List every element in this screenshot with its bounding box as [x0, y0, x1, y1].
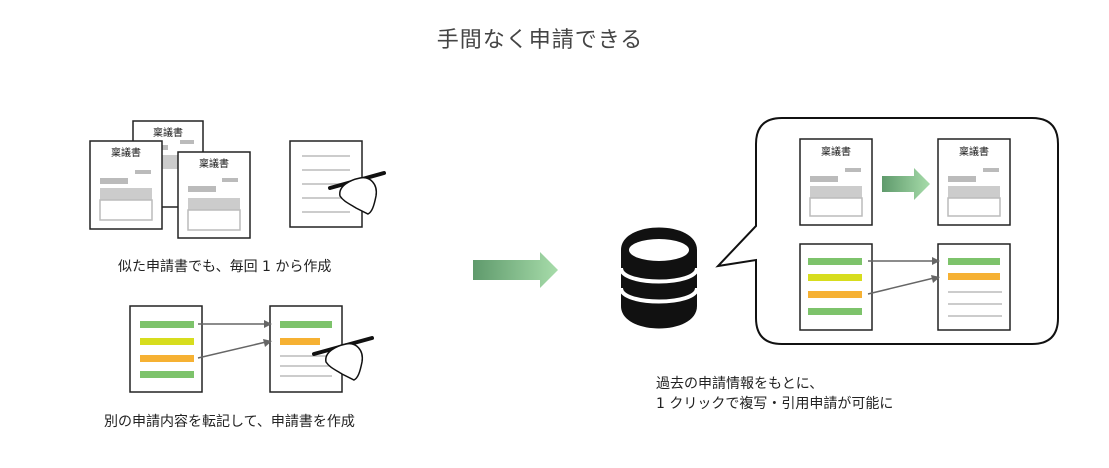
- writing-sheet: [289, 140, 363, 228]
- caption-reuse: 過去の申請情報をもとに、 1 クリックで複写・引用申請が可能に: [656, 374, 893, 414]
- doc-label: 稟議書: [199, 157, 229, 170]
- copy-arrow: [882, 168, 930, 200]
- ringi-document-front: 稟議書: [177, 151, 251, 239]
- ringi-document-stack: 稟議書 稟議書 稟議書: [89, 120, 251, 239]
- ringi-document-left: 稟議書: [89, 140, 163, 230]
- source-form: [129, 305, 203, 393]
- past-ringi-document: 稟議書: [799, 138, 873, 226]
- caption-reuse-line2: 1 クリックで複写・引用申請が可能に: [656, 396, 894, 412]
- hand-pen-icon: [312, 336, 374, 381]
- hand-pen-icon: [328, 171, 386, 215]
- doc-label: 稟議書: [821, 145, 851, 158]
- transcribe-arrows: [197, 320, 272, 359]
- target-form: [269, 305, 343, 393]
- caption-from-scratch: 似た申請書でも、毎回 1 から作成: [118, 259, 332, 275]
- past-form: [799, 243, 873, 331]
- transition-arrow: [473, 252, 558, 288]
- database-icon: [619, 227, 699, 329]
- caption-transcribe: 別の申請内容を転記して、申請書を作成: [104, 414, 355, 430]
- doc-label: 稟議書: [111, 146, 141, 159]
- doc-label: 稟議書: [153, 126, 183, 139]
- quoted-form: [937, 243, 1011, 331]
- quote-arrows: [867, 257, 940, 295]
- page-title: 手間なく申請できる: [436, 28, 644, 53]
- doc-label: 稟議書: [959, 145, 989, 158]
- copied-ringi-document: 稟議書: [937, 138, 1011, 226]
- caption-reuse-line1: 過去の申請情報をもとに、: [656, 376, 824, 392]
